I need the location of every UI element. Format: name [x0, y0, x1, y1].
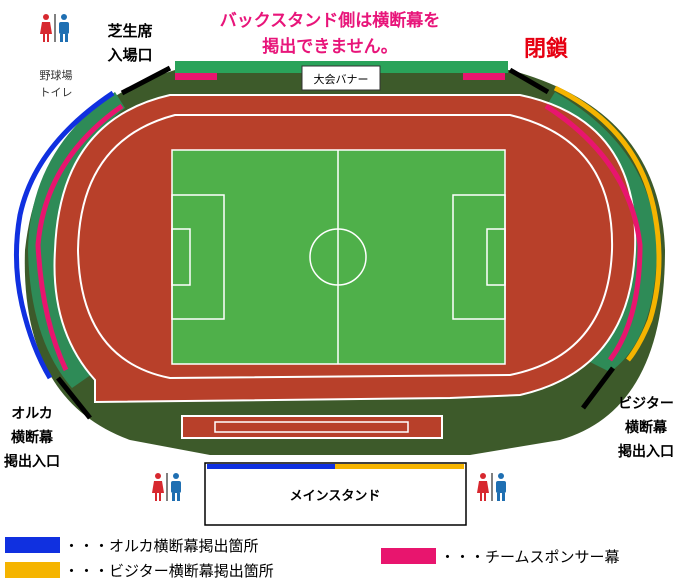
lower-track-inner	[214, 421, 409, 433]
restroom-icon	[152, 473, 181, 501]
legend-sponsor-swatch	[381, 548, 436, 564]
left-stand	[28, 92, 125, 388]
visitor-entrance-label: ビジター	[618, 396, 674, 412]
legend-visitor-label: ・・・ビジター横断幕掲出箇所	[64, 562, 274, 579]
closed-label: 閉鎖	[524, 36, 569, 62]
notice-text: バックスタンド側は横断幕を	[220, 10, 441, 31]
center-circle	[309, 228, 367, 286]
legend-visitor-swatch	[5, 562, 60, 578]
main-stand-visitor-strip	[335, 464, 464, 469]
right-goal-area	[486, 228, 506, 286]
legend-orca-swatch	[5, 537, 60, 553]
shibafu-entrance-marker	[120, 65, 172, 96]
legend-orca-label: ・・・オルカ横断幕掲出箇所	[64, 537, 259, 555]
visitor-entrance-label: 掲出入口	[618, 443, 674, 460]
shibafu-entrance-label: 芝生席	[107, 22, 152, 40]
orca-banner-zone	[13, 90, 115, 380]
baseball-toilet-label: 野球場	[40, 68, 73, 82]
notice-text: 掲出できません。	[262, 36, 398, 57]
main-stand-label: メインスタンド	[290, 489, 381, 504]
orca-entrance-label: 横断幕	[11, 429, 54, 446]
shibafu-entrance-label: 入場口	[107, 46, 152, 64]
baseball-toilet-label: トイレ	[40, 86, 73, 99]
tournament-banner-label: 大会バナー	[314, 72, 369, 86]
orca-entrance-label: 掲出入口	[4, 453, 60, 470]
orca-entrance-marker	[56, 376, 92, 420]
visitor-banner-zone	[553, 85, 662, 362]
closed-gate-marker	[508, 67, 550, 95]
tournament-banner-box	[301, 65, 381, 91]
visitor-entrance-marker	[581, 366, 615, 410]
sponsor-banner-left	[35, 103, 124, 372]
restroom-icon	[477, 473, 506, 501]
sponsor-banner-top-right	[463, 73, 505, 80]
sponsor-banner-right	[544, 103, 643, 362]
right-stand	[545, 92, 657, 372]
legend-sponsor-label: ・・・チームスポンサー幕	[440, 548, 620, 566]
main-stand	[204, 462, 467, 526]
left-goal-area	[171, 228, 191, 286]
track-inner-line	[76, 114, 614, 380]
sponsor-banner-top-left	[175, 73, 217, 80]
restroom-icon	[40, 14, 69, 42]
orca-entrance-label: オルカ	[11, 406, 53, 422]
visitor-entrance-label: 横断幕	[625, 419, 668, 436]
main-stand-orca-strip	[207, 464, 335, 469]
